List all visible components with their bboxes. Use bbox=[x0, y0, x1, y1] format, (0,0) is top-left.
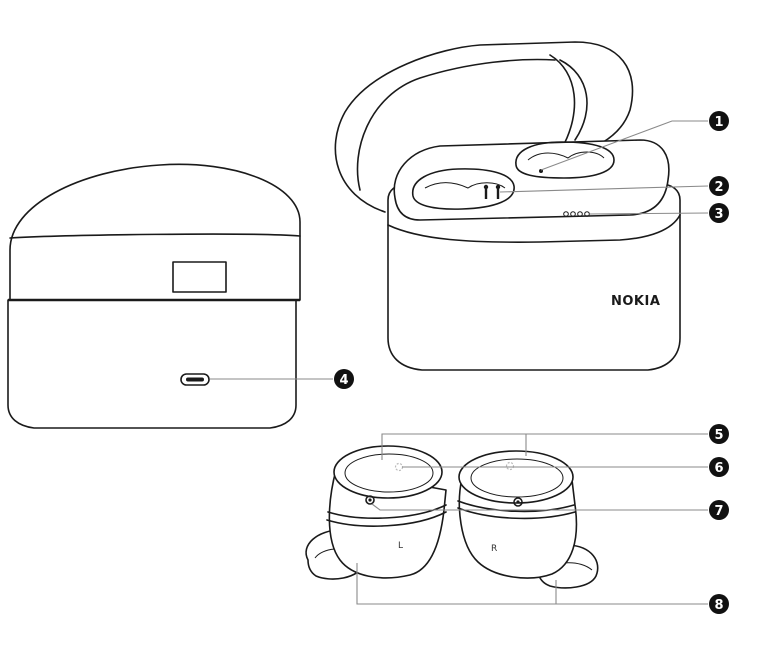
leader-lines bbox=[210, 120, 709, 605]
right-earbud: R bbox=[457, 450, 599, 589]
svg-text:7: 7 bbox=[714, 504, 723, 519]
callout-6: 6 bbox=[709, 457, 729, 477]
right-microphone-icon bbox=[505, 461, 515, 471]
callout-8: 8 bbox=[709, 594, 729, 614]
callout-1: 1 bbox=[709, 111, 729, 131]
usb-c-port-icon bbox=[180, 373, 210, 386]
left-sensor-icon bbox=[365, 495, 375, 505]
svg-text:2: 2 bbox=[714, 180, 723, 195]
right-sensor-icon bbox=[513, 497, 523, 507]
open-charging-case: NOKIA bbox=[334, 41, 681, 371]
svg-text:6: 6 bbox=[714, 461, 723, 476]
svg-text:1: 1 bbox=[714, 115, 723, 130]
callout-5: 5 bbox=[709, 424, 729, 444]
svg-text:4: 4 bbox=[339, 373, 348, 388]
callout-4: 4 bbox=[334, 369, 354, 389]
led-indicator-icon bbox=[563, 211, 590, 217]
callout-2: 2 bbox=[709, 176, 729, 196]
left-earbud: L bbox=[305, 445, 447, 580]
closed-charging-case bbox=[7, 163, 301, 429]
callout-7: 7 bbox=[709, 500, 729, 520]
svg-text:3: 3 bbox=[714, 207, 723, 222]
left-earbud-mark: L bbox=[398, 541, 403, 551]
brand-logo: NOKIA bbox=[611, 294, 660, 309]
svg-text:8: 8 bbox=[714, 598, 723, 613]
svg-text:5: 5 bbox=[714, 428, 723, 443]
right-earbud-mark: R bbox=[491, 544, 497, 554]
callout-3: 3 bbox=[709, 203, 729, 223]
